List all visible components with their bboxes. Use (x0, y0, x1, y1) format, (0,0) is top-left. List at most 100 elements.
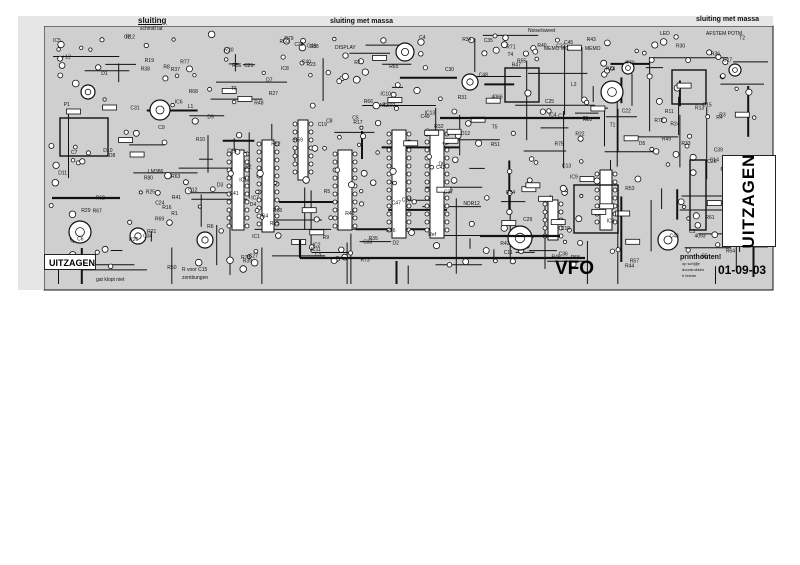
component-label: R42 (500, 241, 509, 247)
component-label: R7 (354, 60, 361, 66)
pcb-pad (231, 99, 237, 105)
pcb-pad (107, 263, 114, 269)
pcb-pad (500, 41, 508, 49)
ic-pin (244, 191, 250, 197)
pcb-pad (184, 187, 192, 195)
pcb-pad (191, 117, 199, 125)
capacitor-inner (155, 105, 165, 115)
pcb-pad (68, 210, 77, 218)
pcb-pad (417, 38, 425, 46)
resistor-body (591, 208, 607, 215)
pcb-pad (328, 215, 334, 221)
capacitor-circle (395, 42, 415, 62)
ic-pin (542, 201, 548, 207)
component-label: C36 (559, 252, 568, 258)
pcb-pad (579, 193, 584, 198)
component-label: IC11 (311, 247, 321, 253)
capacitor-circle (600, 80, 624, 104)
component-label: D5 (639, 141, 646, 147)
component-label: R76 (386, 228, 395, 234)
pcb-pad (311, 145, 319, 152)
pcb-pad (684, 143, 690, 149)
ic-pin (256, 141, 262, 147)
pcb-pad (685, 247, 691, 253)
ic-pin (332, 183, 338, 189)
ic-pin (308, 161, 314, 167)
pcb-pad (567, 227, 572, 233)
pcb-pad (171, 37, 176, 42)
pcb-pad (509, 258, 516, 265)
pcb-pad (575, 215, 583, 223)
component-label: R53 (625, 186, 634, 192)
pcb-pad (562, 239, 568, 244)
capacitor-circle (657, 229, 679, 251)
pcb-pad (506, 208, 513, 215)
ic-pin (406, 147, 412, 153)
pcb-pad (659, 38, 668, 46)
resistor-body (309, 229, 325, 236)
pcb-pad (694, 222, 701, 229)
resistor-body (403, 140, 419, 147)
ic-pin (444, 179, 450, 185)
ic-pin (612, 179, 618, 185)
cut-label-bottom: UITZAGEN (44, 254, 96, 270)
ic-pin (332, 223, 338, 229)
component-label: C3 (689, 229, 696, 235)
pcb-pad (532, 48, 539, 55)
ic-pin (444, 211, 450, 217)
component-label: R45 (345, 211, 354, 217)
ic-package (337, 149, 353, 231)
pcb-pad (681, 204, 687, 209)
resistor-body (372, 55, 387, 61)
component-label: R49 (662, 136, 671, 142)
pcb-pad (672, 150, 680, 158)
component-label: IC9 (570, 175, 578, 181)
ic-pin (226, 199, 232, 205)
pcb-pad (641, 50, 647, 56)
component-label: C35 (484, 38, 493, 44)
pcb-pad (370, 179, 377, 186)
pcb-pad (656, 98, 663, 105)
component-label: C12 (188, 188, 197, 194)
pcb-pad (210, 186, 216, 193)
capacitor-inner (732, 67, 738, 73)
component-label: R10 (196, 137, 205, 143)
pcb-pad (484, 195, 490, 201)
ic-pin (332, 159, 338, 165)
pcb-pad (502, 34, 509, 41)
pcb-pad (246, 254, 252, 259)
component-label: C22 (622, 109, 631, 115)
display-label: DISPLAY (335, 45, 356, 51)
ic-pin (274, 165, 280, 171)
component-label: R67 (93, 209, 102, 215)
pcb-pad (604, 39, 611, 47)
pcb-pad (347, 181, 355, 189)
ic-pin (424, 163, 430, 169)
ic-pin (292, 121, 298, 127)
title-sluiting: sluiting (138, 16, 167, 25)
capacitor-inner (75, 227, 85, 237)
ic-pin (352, 207, 358, 213)
resistor-body (387, 97, 403, 103)
component-label: C18 (227, 149, 236, 155)
ic-pin (424, 147, 430, 153)
module-name: VFO (555, 258, 595, 279)
pcb-pad (298, 43, 307, 52)
component-label: R62 (96, 196, 105, 202)
ic-pin (406, 187, 412, 193)
ic-pin (274, 197, 280, 203)
ic-pin (332, 175, 338, 181)
component-label: D11 (58, 170, 67, 176)
capacitor-inner (663, 235, 673, 245)
pcb-pad (689, 169, 697, 176)
ic-pin (386, 147, 392, 153)
ic-pin (274, 173, 280, 179)
pcb-pad (308, 72, 313, 78)
pcb-pad (85, 150, 91, 156)
pcb-pad (692, 212, 700, 220)
ic-pin (332, 199, 338, 205)
pcb-pad (673, 34, 679, 40)
pcb-pad (218, 228, 224, 234)
component-label: D12 (461, 131, 470, 137)
note-small-1: op schijfje (682, 261, 700, 266)
